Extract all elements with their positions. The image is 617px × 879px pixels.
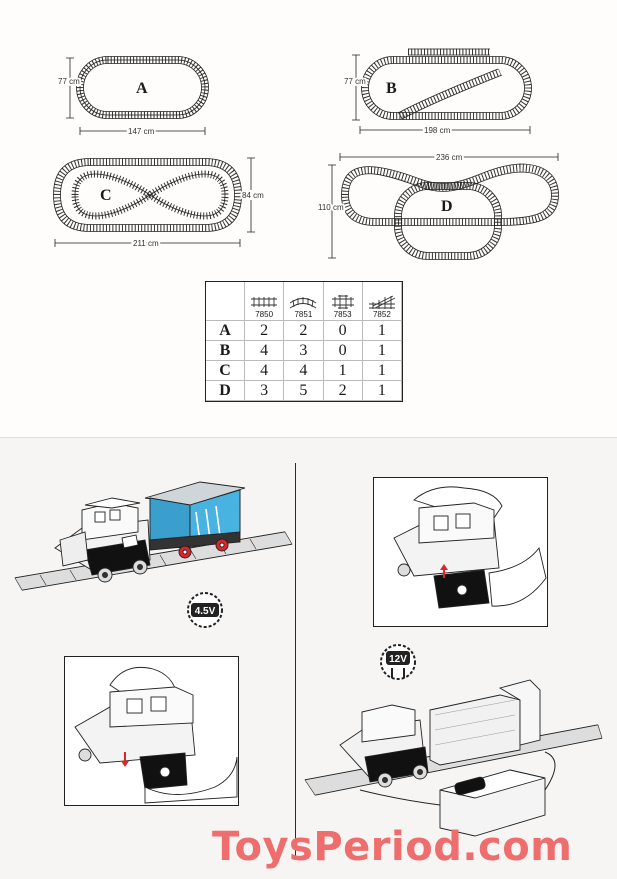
loco-battery-insert-frame-top (373, 477, 548, 627)
column-code: 7852 (372, 310, 391, 319)
layout-d-track (341, 163, 559, 260)
battery-badge (187, 592, 223, 628)
layout-a-track (76, 56, 209, 119)
transformer-voltage-label: 12V (389, 654, 407, 665)
layout-d-width-label: 236 cm (436, 153, 463, 162)
straight-track-icon (251, 297, 278, 307)
switch-track-icon (368, 295, 396, 309)
table-cell: 1 (361, 320, 403, 341)
table-corner-cell (206, 282, 245, 321)
layout-b-width-label: 198 cm (424, 126, 451, 135)
layout-a-letter: A (136, 80, 148, 97)
page-fold (0, 437, 617, 438)
layout-c-letter: C (100, 187, 112, 204)
layout-c-track (53, 158, 242, 232)
table-cell: 1 (361, 380, 403, 401)
layout-a-width-label: 147 cm (128, 127, 155, 136)
battery-remove-illustration (74, 666, 238, 804)
column-7850: 7850 (243, 282, 285, 321)
battery-insert-illustration (393, 486, 547, 609)
crossing-track-icon (331, 295, 354, 309)
table-row: A 2 2 0 1 (206, 320, 403, 341)
column-7852: 7852 (361, 282, 403, 321)
loco-battery-insert-frame-bottom (64, 656, 239, 806)
layout-d-letter: D (441, 198, 453, 215)
layout-d-height-label: 110 cm (318, 203, 344, 212)
layout-b-height-label: 77 cm (344, 77, 366, 86)
dimension-lines (54, 54, 559, 259)
track-parts-table: 7850 7851 7853 7852 A (205, 281, 403, 402)
column-code: 7851 (294, 310, 313, 319)
column-code: 7853 (333, 310, 352, 319)
train-on-rails-illustration (14, 481, 293, 591)
table-row: C 4 4 1 1 (206, 360, 403, 381)
layout-b-track (361, 48, 532, 120)
column-code: 7850 (255, 310, 274, 319)
powered-train-illustration (304, 679, 603, 837)
curved-track-icon (290, 297, 317, 309)
battery-voltage-label: 4.5V (195, 606, 216, 617)
table-cell: 5 (283, 380, 324, 401)
layout-c-height-label: 84 cm (242, 191, 264, 200)
watermark: ToysPeriod.com (212, 824, 573, 870)
layout-c-width-label: 211 cm (133, 239, 159, 248)
track-layouts-diagram: A B C D 147 cm 77 cm 198 cm 77 cm 211 cm… (53, 48, 559, 260)
layout-b-letter: B (386, 80, 397, 97)
table-cell: 2 (322, 380, 363, 401)
table-cell: 1 (361, 360, 403, 381)
transformer-badge (380, 644, 416, 680)
column-divider (295, 463, 296, 859)
table-row: D 3 5 2 1 (206, 380, 403, 401)
layout-a-height-label: 77 cm (58, 77, 80, 86)
